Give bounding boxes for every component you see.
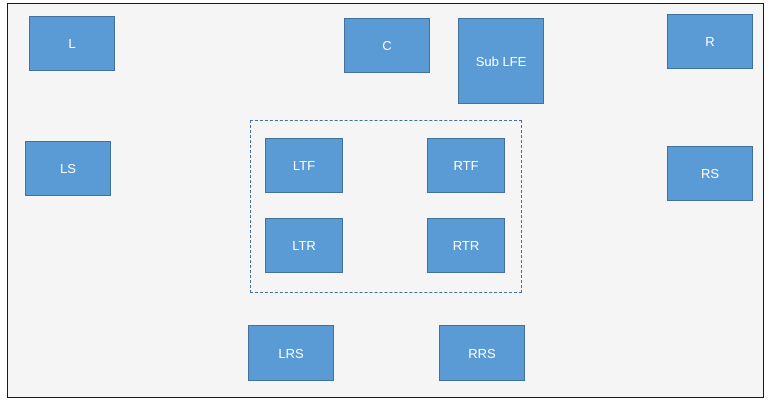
top-speakers-group <box>250 120 522 293</box>
speaker-ltf: LTF <box>265 138 343 193</box>
diagram-frame: L C Sub LFE R LS RS LTF RTF LTR RTR LRS … <box>7 3 764 398</box>
speaker-rtf-label: RTF <box>453 158 479 173</box>
speaker-l-label: L <box>68 36 76 51</box>
speaker-rrs: RRS <box>439 325 525 381</box>
speaker-rtr: RTR <box>427 218 505 273</box>
speaker-ltr-label: LTR <box>292 238 316 253</box>
speaker-ltr: LTR <box>265 218 343 273</box>
speaker-r: R <box>667 14 753 69</box>
speaker-c-label: C <box>382 38 392 53</box>
speaker-ls: LS <box>25 141 111 196</box>
speaker-rtr-label: RTR <box>452 238 480 253</box>
speaker-sub-lfe: Sub LFE <box>458 18 544 104</box>
speaker-lrs-label: LRS <box>278 345 304 361</box>
speaker-rs: RS <box>667 146 753 201</box>
speaker-rrs-label: RRS <box>468 345 496 361</box>
speaker-sub-lfe-label: Sub LFE <box>475 53 527 69</box>
speaker-rs-label: RS <box>700 166 720 181</box>
speaker-ltf-label: LTF <box>292 158 316 173</box>
speaker-lrs: LRS <box>248 325 334 381</box>
speaker-c: C <box>344 18 430 73</box>
speaker-rtf: RTF <box>427 138 505 193</box>
speaker-ls-label: LS <box>60 161 76 176</box>
speaker-l: L <box>29 16 115 71</box>
speaker-r-label: R <box>705 34 715 49</box>
